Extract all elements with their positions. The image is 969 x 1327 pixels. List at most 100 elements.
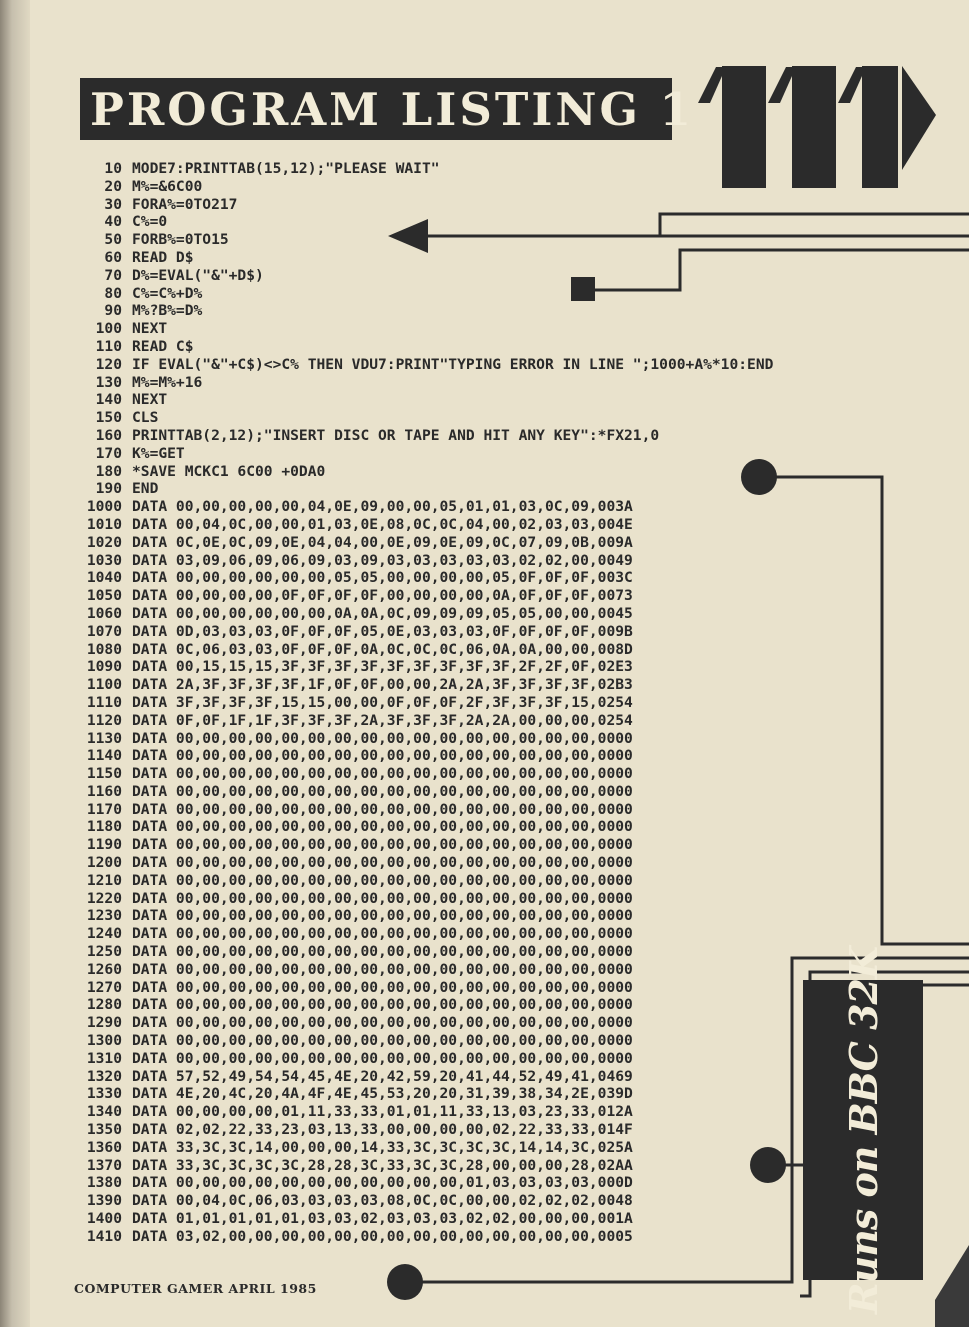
line-number: 1370 xyxy=(86,1156,122,1174)
line-number: 190 xyxy=(95,480,122,498)
line-number: 1210 xyxy=(86,871,122,889)
line-code: DATA 3F,3F,3F,3F,15,15,00,00,0F,0F,0F,2F… xyxy=(132,693,633,711)
line-number: 130 xyxy=(95,373,122,391)
line-number: 20 xyxy=(104,177,122,195)
listing-line: 1390 DATA 00,04,0C,06,03,03,03,03,08,0C,0… xyxy=(74,1192,773,1210)
line-number: 110 xyxy=(95,337,122,355)
line-number: 1350 xyxy=(86,1121,122,1139)
line-number: 180 xyxy=(95,462,122,480)
side-panel: Runs on BBC 32K xyxy=(803,947,923,1314)
listing-line: 160 PRINTTAB(2,12);"INSERT DISC OR TAPE A… xyxy=(74,427,773,445)
line-code: DATA 00,00,00,00,00,00,00,00,00,00,00,00… xyxy=(132,925,633,943)
line-code: M%=M%+16 xyxy=(132,373,203,391)
line-code: DATA 03,09,06,09,06,09,03,09,03,03,03,03… xyxy=(132,551,633,569)
line-code: END xyxy=(132,480,159,498)
line-code: DATA 00,00,00,00,00,00,00,00,00,00,00,00… xyxy=(132,996,633,1014)
magazine-logo-icon xyxy=(698,66,936,188)
line-code: DATA 02,02,22,33,23,03,13,33,00,00,00,00… xyxy=(132,1121,633,1139)
listing-line: 190 END xyxy=(74,480,773,498)
line-code: DATA 00,00,00,00,00,00,00,00,00,00,00,01… xyxy=(132,1174,633,1192)
page-title: PROGRAM LISTING 1 xyxy=(90,82,694,136)
line-number: 1280 xyxy=(86,996,122,1014)
line-code: C%=0 xyxy=(132,213,168,231)
line-number: 1250 xyxy=(86,943,122,961)
line-number: 1300 xyxy=(86,1032,122,1050)
line-code: DATA 00,15,15,15,3F,3F,3F,3F,3F,3F,3F,3F… xyxy=(132,658,633,676)
line-code: DATA 00,00,00,00,00,00,00,00,00,00,00,00… xyxy=(132,782,633,800)
line-code: NEXT xyxy=(132,320,168,338)
line-number: 160 xyxy=(95,426,122,444)
line-code: DATA 0F,0F,1F,1F,3F,3F,3F,2A,3F,3F,3F,2A… xyxy=(132,711,633,729)
line-code: DATA 00,00,00,00,00,00,00,00,00,00,00,00… xyxy=(132,907,633,925)
line-code: READ C$ xyxy=(132,337,194,355)
line-code: C%=C%+D% xyxy=(132,284,203,302)
line-number: 1380 xyxy=(86,1174,122,1192)
listing-line: 110 READ C$ xyxy=(74,338,773,356)
line-number: 1410 xyxy=(86,1227,122,1245)
line-number: 1020 xyxy=(86,533,122,551)
line-code: DATA 4E,20,4C,20,4A,4F,4E,45,53,20,20,31… xyxy=(132,1085,633,1103)
line-number: 1120 xyxy=(86,711,122,729)
line-code: *SAVE MCKC1 6C00 +0DA0 xyxy=(132,462,326,480)
line-code: K%=GET xyxy=(132,444,185,462)
line-number: 1150 xyxy=(86,765,122,783)
line-code: IF EVAL("&"+C$)<>C% THEN VDU7:PRINT"TYPI… xyxy=(132,355,774,373)
line-code: DATA 33,3C,3C,3C,3C,28,28,3C,33,3C,3C,28… xyxy=(132,1156,633,1174)
line-number: 1140 xyxy=(86,747,122,765)
line-number: 1390 xyxy=(86,1192,122,1210)
line-code: DATA 00,04,0C,06,03,03,03,03,08,0C,0C,00… xyxy=(132,1192,633,1210)
line-code: DATA 2A,3F,3F,3F,3F,1F,0F,0F,00,00,2A,2A… xyxy=(132,676,633,694)
line-number: 1060 xyxy=(86,604,122,622)
line-number: 50 xyxy=(104,231,122,249)
listing-line: 1380 DATA 00,00,00,00,00,00,00,00,00,00,0… xyxy=(74,1174,773,1192)
line-number: 1200 xyxy=(86,854,122,872)
line-number: 1230 xyxy=(86,907,122,925)
line-number: 1110 xyxy=(86,693,122,711)
line-code: NEXT xyxy=(132,391,168,409)
line-number: 120 xyxy=(95,355,122,373)
line-code: DATA 00,04,0C,00,00,01,03,0E,08,0C,0C,04… xyxy=(132,515,633,533)
line-number: 70 xyxy=(104,266,122,284)
line-code: PRINTTAB(2,12);"INSERT DISC OR TAPE AND … xyxy=(132,426,660,444)
line-code: DATA 00,00,00,00,0F,0F,0F,0F,00,00,00,00… xyxy=(132,587,633,605)
line-code: DATA 00,00,00,00,00,00,00,00,00,00,00,00… xyxy=(132,854,633,872)
line-code: DATA 00,00,00,00,00,00,00,00,00,00,00,00… xyxy=(132,871,633,889)
line-code: DATA 00,00,00,00,00,00,05,05,00,00,00,00… xyxy=(132,569,633,587)
line-code: MODE7:PRINTTAB(15,12);"PLEASE WAIT" xyxy=(132,160,440,177)
listing-line: 60 READ D$ xyxy=(74,249,773,267)
line-number: 90 xyxy=(104,302,122,320)
line-number: 10 xyxy=(104,160,122,177)
line-code: DATA 57,52,49,54,54,45,4E,20,42,59,20,41… xyxy=(132,1067,633,1085)
listing-line: 1350 DATA 02,02,22,33,23,03,13,33,00,00,0… xyxy=(74,1121,773,1139)
line-number: 40 xyxy=(104,213,122,231)
line-number: 1090 xyxy=(86,658,122,676)
line-code: FORA%=0TO217 xyxy=(132,195,238,213)
listing-line: 1120 DATA 0F,0F,1F,1F,3F,3F,3F,2A,3F,3F,3… xyxy=(74,712,773,730)
listing-line: 1210 DATA 00,00,00,00,00,00,00,00,00,00,0… xyxy=(74,872,773,890)
line-number: 60 xyxy=(104,248,122,266)
listing-line: 1090 DATA 00,15,15,15,3F,3F,3F,3F,3F,3F,3… xyxy=(74,658,773,676)
line-code: READ D$ xyxy=(132,248,194,266)
line-code: DATA 0D,03,03,03,0F,0F,0F,05,0E,03,03,03… xyxy=(132,622,633,640)
